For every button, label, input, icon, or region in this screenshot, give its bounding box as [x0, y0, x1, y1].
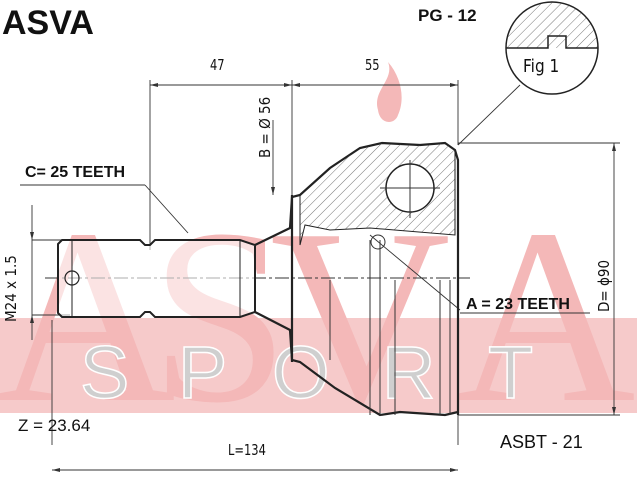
flame-icon: [376, 62, 402, 122]
z-value: Z = 23.64: [18, 416, 91, 435]
dim-length: L=134: [228, 441, 266, 459]
part-code: PG - 12: [418, 6, 477, 25]
shaft: [57, 239, 256, 318]
watermark-band: [0, 318, 637, 413]
dim-b-diameter: B = Ø 56: [256, 96, 274, 158]
dim-top-left: 47: [210, 56, 225, 74]
dim-top-right: 55: [365, 56, 380, 74]
watermark-sport: S P O R T: [79, 330, 534, 415]
fig1-detail: [505, 1, 599, 95]
arrow-heads: [30, 83, 616, 472]
dimension-lines: [20, 80, 620, 471]
a-teeth-label: A = 23 TEETH: [466, 296, 570, 313]
svg-text:R: R: [382, 331, 435, 414]
dim-thread: M24 x 1.5: [2, 255, 20, 322]
dim-d-diameter: D= ϕ90: [595, 259, 613, 312]
figure-label: Fig 1: [523, 56, 560, 77]
svg-text:O: O: [272, 331, 330, 414]
svg-text:T: T: [488, 331, 533, 414]
c-teeth-label: C= 25 TEETH: [25, 164, 126, 181]
svg-text:A: A: [455, 178, 636, 455]
svg-text:S: S: [80, 331, 129, 414]
ref-code: ASBT - 21: [500, 432, 583, 452]
svg-text:P: P: [178, 331, 227, 414]
brand-title: ASVA: [2, 4, 94, 42]
